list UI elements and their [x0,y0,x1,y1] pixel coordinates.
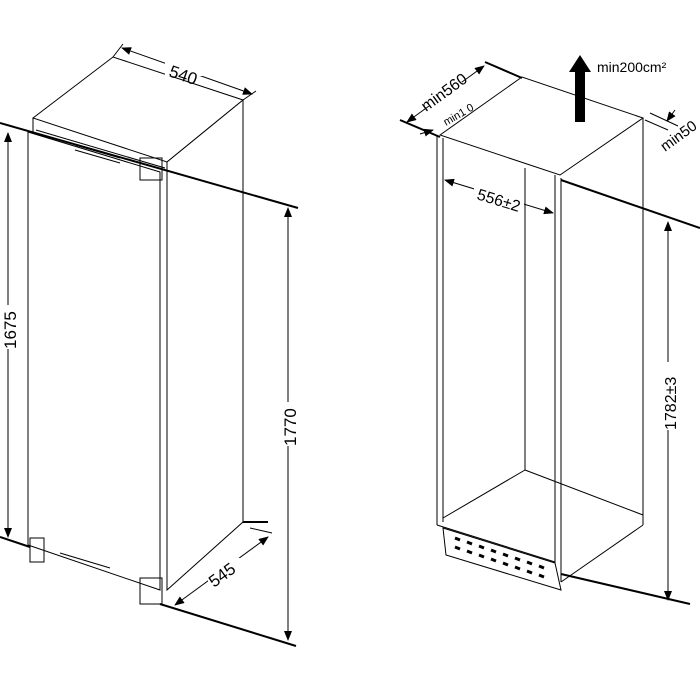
ventilation-dimension: min200cm² [597,59,667,75]
rear-gap-dimension: min50 [657,117,700,155]
niche-height-dimension: 1782±3 [663,377,680,430]
niche-drawing: min560 min1 0 min200cm² min50 556±2 1782… [399,55,700,605]
niche-top [438,76,645,176]
ventilation-grille [442,527,562,591]
bottom-bracket [139,577,163,605]
door-height-dimension: 1675 [1,311,20,349]
appliance-door [27,131,161,591]
appliance-drawing: 540 1675 1770 545 [0,43,300,647]
total-height-dimension: 1770 [281,408,300,446]
ventilation-arrow-icon [569,55,591,122]
bottom-hinge [29,537,45,563]
